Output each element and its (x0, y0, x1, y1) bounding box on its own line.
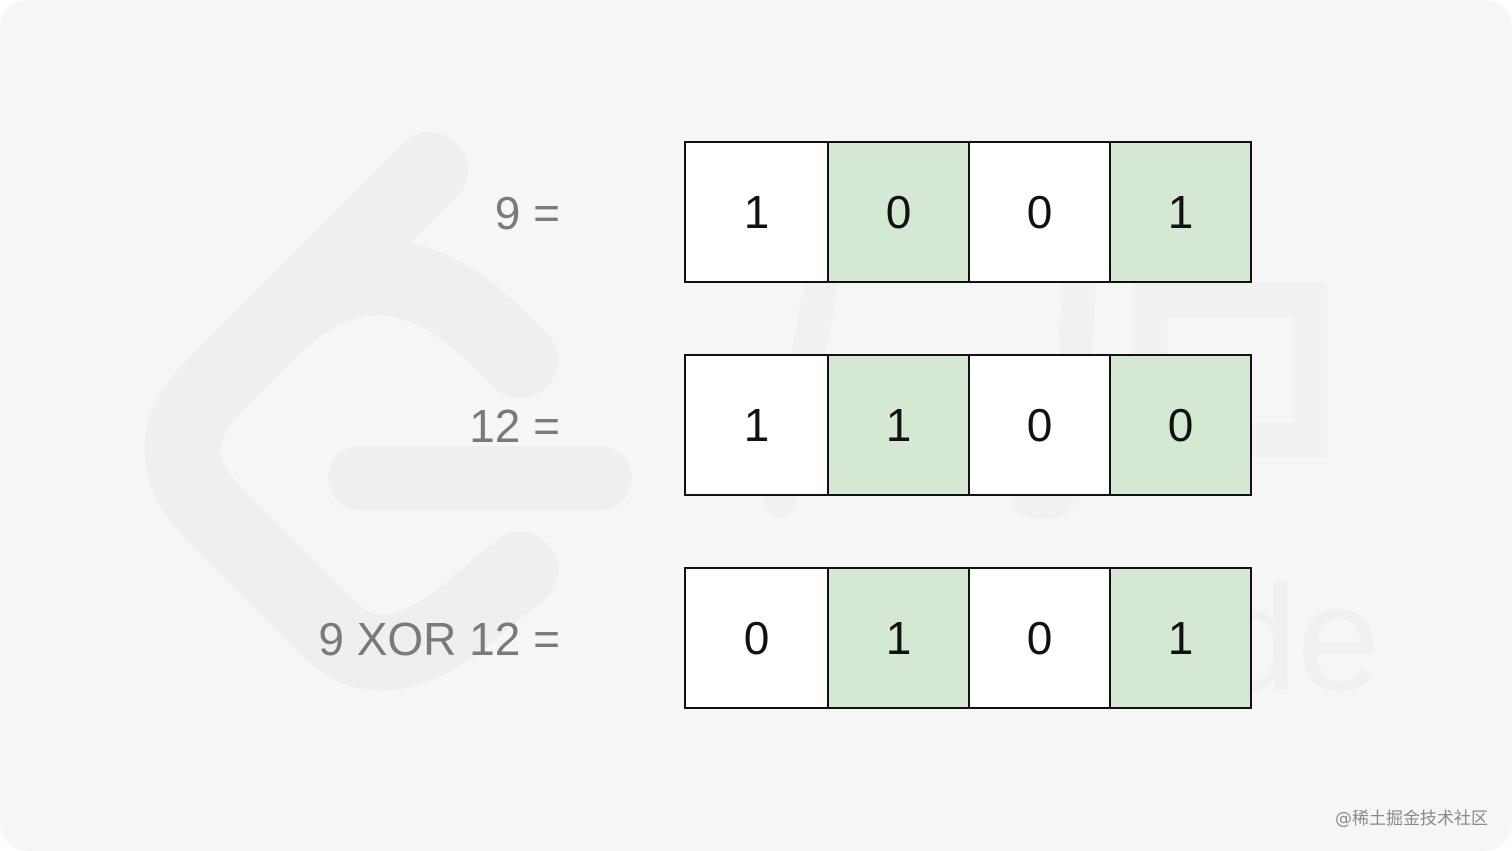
row-9: 9 = 1 0 0 1 (0, 141, 1512, 285)
bit-cell: 0 (826, 143, 968, 281)
bit-cell: 1 (826, 569, 968, 707)
row-xor-result: 9 XOR 12 = 0 1 0 1 (0, 567, 1512, 711)
bit-cell: 0 (967, 569, 1109, 707)
bit-cell: 1 (1108, 569, 1250, 707)
bit-cell: 1 (686, 143, 827, 281)
bit-cell: 1 (1108, 143, 1250, 281)
bit-cell: 1 (826, 356, 968, 494)
bit-array: 1 1 0 0 (684, 354, 1252, 496)
bit-cell: 0 (967, 143, 1109, 281)
bit-cell: 0 (967, 356, 1109, 494)
bit-cell: 1 (686, 356, 827, 494)
row-12: 12 = 1 1 0 0 (0, 354, 1512, 498)
credit-text: @稀土掘金技术社区 (1335, 809, 1488, 829)
bit-array: 0 1 0 1 (684, 567, 1252, 709)
bit-cell: 0 (686, 569, 827, 707)
row-label: 12 = (469, 400, 560, 452)
row-label: 9 XOR 12 = (318, 613, 560, 665)
bit-cell: 0 (1108, 356, 1250, 494)
row-label: 9 = (494, 187, 560, 239)
bit-array: 1 0 0 1 (684, 141, 1252, 283)
